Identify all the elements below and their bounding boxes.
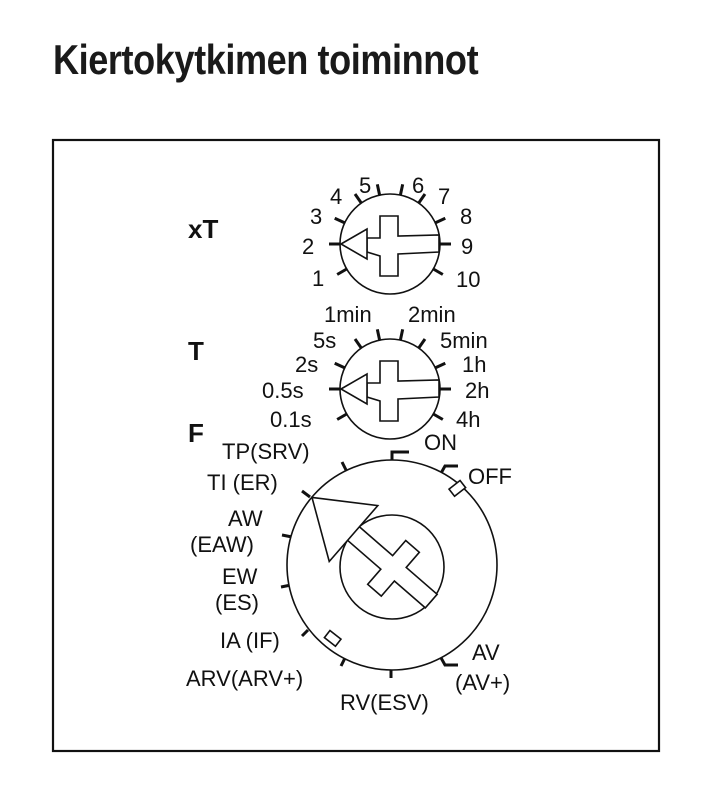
- dial-F[interactable]: [280, 450, 498, 678]
- T-0.1s: 0.1s: [270, 407, 312, 432]
- xT-10: 10: [456, 267, 480, 292]
- F-ON: ON: [424, 430, 457, 455]
- dial-T-pointer-icon: [339, 372, 368, 406]
- T-0.5s: 0.5s: [262, 378, 304, 403]
- xT-3: 3: [310, 204, 322, 229]
- dial-T-cross: [366, 360, 440, 422]
- ticks-xT-tick: [433, 216, 446, 225]
- dial-xT-pointer-icon: [339, 227, 368, 261]
- ticks-T-tick: [431, 412, 444, 421]
- T-2h: 2h: [465, 378, 489, 403]
- T-1min: 1min: [324, 302, 372, 327]
- ticks-T-tick: [336, 412, 349, 421]
- xT-7: 7: [438, 184, 450, 209]
- dial-T-ticks: [329, 329, 451, 421]
- xT-6: 6: [412, 173, 424, 198]
- F-ES: (ES): [215, 590, 259, 615]
- label-xT: xT: [188, 214, 218, 244]
- F-EAW: (EAW): [190, 532, 254, 557]
- xT-5: 5: [359, 173, 371, 198]
- F-AV: AV: [472, 640, 500, 665]
- ticks-xT-tick: [416, 193, 427, 205]
- dial-F-pointer-icon: [310, 496, 380, 564]
- dial-xT-ticks: [329, 184, 451, 276]
- F-ARV: ARV(ARV+): [186, 666, 303, 691]
- F-TI: TI (ER): [207, 470, 278, 495]
- xT-1: 1: [312, 266, 324, 291]
- label-F: F: [188, 418, 204, 448]
- F-TP: TP(SRV): [222, 439, 310, 464]
- dial-xT-cross: [366, 215, 440, 277]
- F-AW: AW: [228, 506, 263, 531]
- dial-F-marker-ia: [323, 629, 343, 648]
- F-AV-plus: (AV+): [455, 670, 510, 695]
- F-IA: IA (IF): [220, 628, 280, 653]
- ticks-xT-tick: [336, 267, 349, 276]
- ticks-T-tick: [398, 329, 405, 342]
- ticks-T-tick: [433, 361, 446, 370]
- xT-2: 2: [302, 234, 314, 259]
- T-2min: 2min: [408, 302, 456, 327]
- T-4h: 4h: [456, 407, 480, 432]
- dial-xT[interactable]: [329, 184, 451, 295]
- ticks-xT-tick: [334, 216, 347, 225]
- T-1h: 1h: [462, 352, 486, 377]
- ticks-T-tick: [353, 338, 364, 350]
- label-T: T: [188, 336, 204, 366]
- dial-F-cross: [345, 524, 439, 610]
- page-title: Kiertokytkimen toiminnot: [53, 36, 479, 83]
- ticks-xT-tick: [353, 193, 364, 205]
- xT-9: 9: [461, 234, 473, 259]
- T-2s: 2s: [295, 352, 318, 377]
- F-RV: RV(ESV): [340, 690, 429, 715]
- diagram-frame: [51, 138, 661, 753]
- F-OFF: OFF: [468, 464, 512, 489]
- ticks-xT-tick: [431, 267, 444, 276]
- ticks-xT-tick: [398, 184, 405, 197]
- dial-T[interactable]: [329, 329, 451, 440]
- T-5s: 5s: [313, 328, 336, 353]
- ticks-T-tick: [416, 338, 427, 350]
- F-EW: EW: [222, 564, 258, 589]
- xT-4: 4: [330, 184, 342, 209]
- ticks-T-tick: [334, 361, 347, 370]
- ticks-xT-tick: [375, 184, 382, 197]
- T-5min: 5min: [440, 328, 488, 353]
- dial-F-marker-off: [447, 479, 467, 498]
- ticks-T-tick: [375, 329, 382, 342]
- xT-8: 8: [460, 204, 472, 229]
